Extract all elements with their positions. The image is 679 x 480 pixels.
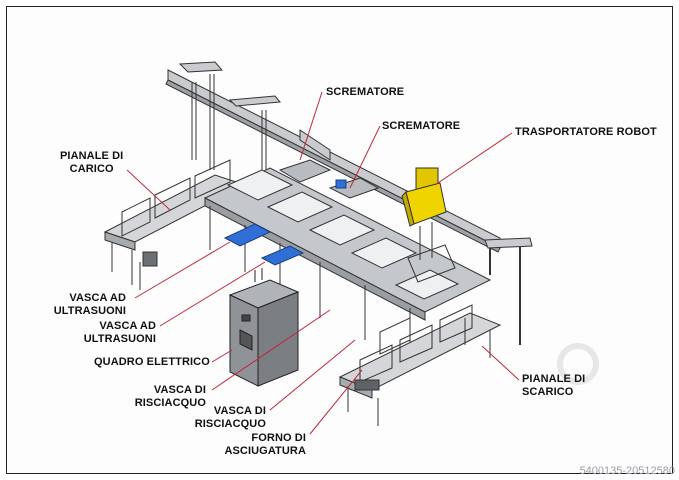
label-vasca-ultrasuoni-1: VASCA AD ULTRASUONI bbox=[53, 292, 126, 317]
label-vasca-risciacquo-1: VASCA DI RISCIACQUO bbox=[134, 384, 206, 409]
listing-id: 5400135-20512580 bbox=[579, 465, 675, 477]
wash-tanks bbox=[226, 159, 460, 300]
label-pianale-scarico: PIANALE DI SCARICO bbox=[522, 373, 586, 398]
robot-carriage bbox=[401, 167, 456, 283]
unloading-table bbox=[338, 304, 502, 426]
label-vasca-risciacquo-2: VASCA DI RISCIACQUO bbox=[194, 405, 266, 430]
leader-lines bbox=[126, 91, 520, 435]
ultrasonic-blue-parts bbox=[223, 179, 347, 266]
label-forno-asciugatura: FORNO DI ASCIUGATURA bbox=[224, 432, 306, 457]
loading-table bbox=[103, 159, 247, 290]
watermark-gear bbox=[557, 343, 599, 385]
label-trasportatore-robot: TRASPORTATORE ROBOT bbox=[515, 126, 657, 138]
label-scrematore-2: SCREMATORE bbox=[382, 120, 461, 132]
label-vasca-ultrasuoni-2: VASCA AD ULTRASUONI bbox=[83, 320, 156, 345]
label-scrematore-1: SCREMATORE bbox=[326, 86, 405, 98]
label-pianale-carico: PIANALE DI CARICO bbox=[60, 150, 124, 175]
label-quadro-elettrico: QUADRO ELETTRICO bbox=[94, 356, 210, 368]
electrical-cabinet bbox=[228, 268, 300, 387]
